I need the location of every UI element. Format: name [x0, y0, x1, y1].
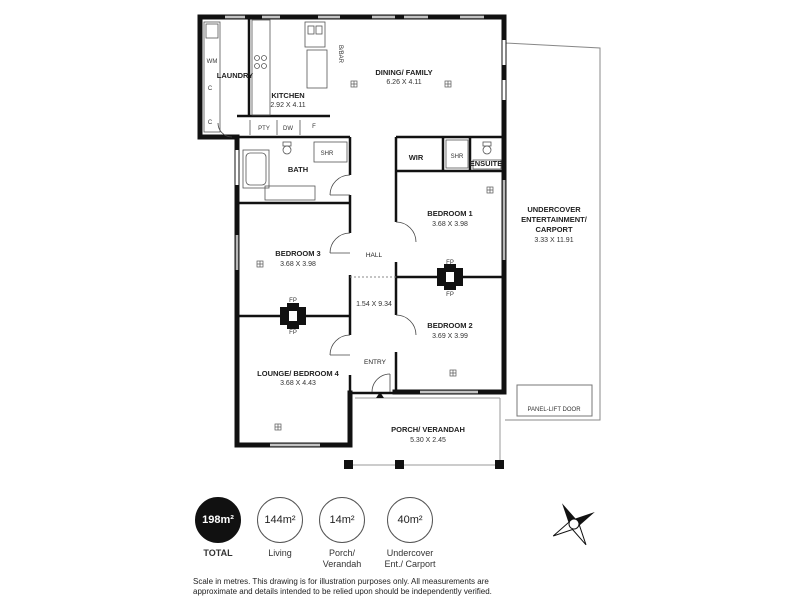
light-markers [256, 80, 494, 431]
bedroom1-label: BEDROOM 1 [427, 209, 472, 218]
compass-icon [552, 503, 595, 546]
carport-label-2: ENTERTAINMENT/ [521, 215, 588, 224]
window-frames [225, 15, 506, 447]
carport-label-3: CARPORT [535, 225, 573, 234]
wir-label: WIR [409, 153, 424, 162]
fireplace-lower [280, 303, 306, 329]
cupboard-label-2: C [208, 120, 213, 126]
windows [225, 15, 506, 447]
pty-label: PTY [258, 126, 270, 132]
fp-label-2: FP [446, 292, 454, 298]
area-carport-caption-1: Undercover [386, 548, 434, 558]
entry-arrow [376, 392, 384, 398]
kitchen-dim: 2.92 X 4.11 [270, 102, 305, 109]
area-carport-value: 40m² [387, 497, 433, 543]
bath-fixtures [242, 141, 348, 201]
fridge-label: F [312, 124, 316, 130]
area-carport-caption-2: Ent./ Carport [384, 559, 436, 569]
bedroom3-dim: 3.68 X 3.98 [280, 261, 316, 268]
fp-label-3: FP [289, 298, 297, 304]
area-living: 144m² Living [255, 497, 305, 559]
ensuite-fixtures [445, 139, 502, 170]
bath-shower-label: SHR [321, 151, 334, 157]
disclaimer-text: Scale in metres. This drawing is for ill… [193, 577, 492, 596]
fp-label-4: FP [289, 330, 297, 336]
area-living-caption: Living [268, 548, 292, 558]
carport-dim: 3.33 X 11.91 [534, 237, 573, 244]
laundry-fixtures [203, 21, 221, 133]
kitchen-label: KITCHEN [271, 91, 304, 100]
area-total-value: 198m² [195, 497, 241, 543]
porch-dim: 5.30 X 2.45 [410, 437, 446, 444]
dining-dim: 6.26 X 4.11 [386, 79, 421, 86]
door-swings [217, 122, 417, 393]
bedroom1-dim: 3.68 X 3.98 [432, 221, 468, 228]
lounge-dim: 3.68 X 4.43 [280, 380, 316, 387]
dining-label: DINING/ FAMILY [375, 68, 432, 77]
porch-label: PORCH/ VERANDAH [391, 425, 465, 434]
bedroom3-label: BEDROOM 3 [275, 249, 320, 258]
wm-label: WM [207, 59, 218, 65]
entry-label: ENTRY [364, 359, 387, 366]
area-porch-caption: Porch/Verandah [312, 548, 372, 570]
porch-posts [344, 460, 504, 469]
cupboard-label-1: C [208, 86, 213, 92]
hall-dim: 1.54 X 9.34 [356, 301, 392, 308]
laundry-label: LAUNDRY [217, 71, 253, 80]
bedroom2-dim: 3.69 X 3.99 [432, 333, 468, 340]
carport-outline [504, 42, 601, 421]
area-total: 198m² TOTAL [193, 497, 243, 559]
dw-label: DW [283, 126, 293, 132]
ensuite-shower-label: SHR [451, 154, 464, 160]
bedroom2-label: BEDROOM 2 [427, 321, 472, 330]
bath-label: BATH [288, 165, 308, 174]
area-porch-caption-1: Porch/ [328, 548, 355, 558]
ensuite-label: ENSUITE [470, 159, 503, 168]
panel-lift-door-label: PANEL-LIFT DOOR [527, 407, 581, 413]
fp-label-1: FP [446, 260, 454, 266]
bbar-label: B/BAR [337, 45, 343, 64]
area-porch: 14m² Porch/Verandah [312, 497, 372, 570]
area-porch-value: 14m² [319, 497, 365, 543]
lounge-label: LOUNGE/ BEDROOM 4 [257, 369, 340, 378]
kitchen-fixtures [249, 19, 328, 135]
carport-label-1: UNDERCOVER [527, 205, 581, 214]
area-porch-caption-2: Verandah [322, 559, 362, 569]
fireplace-upper [437, 264, 463, 290]
area-living-value: 144m² [257, 497, 303, 543]
area-total-caption: TOTAL [203, 548, 233, 558]
hall-label: HALL [366, 252, 383, 259]
